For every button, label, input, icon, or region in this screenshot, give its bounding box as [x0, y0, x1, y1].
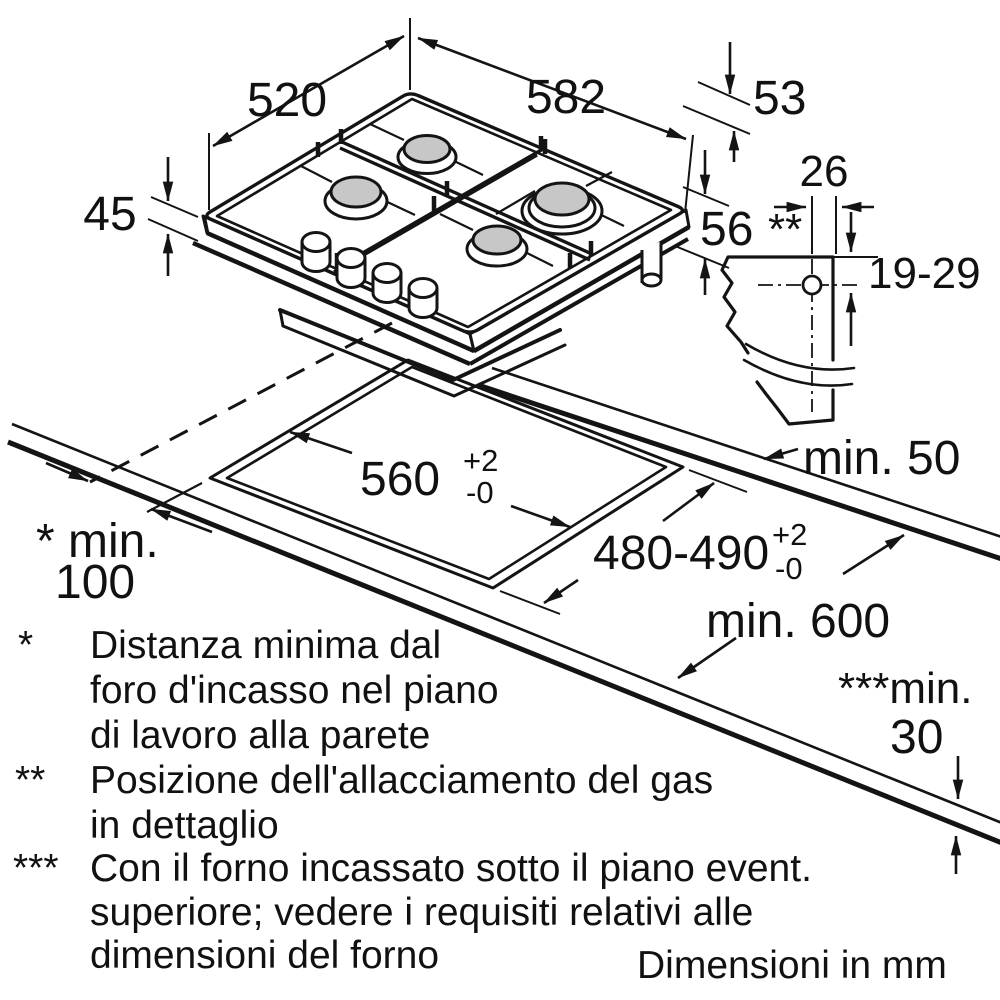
footnotes: * Distanza minima dal foro d'incasso nel…	[13, 624, 812, 977]
footnote-1-line-1: Distanza minima dal	[90, 624, 441, 667]
hob-body-lower-edge-left	[192, 240, 471, 367]
dim-label-480-490: 480-490	[593, 527, 769, 580]
dim-label-560-tol-minus: -0	[466, 475, 494, 510]
gas-detail-profile-lower	[755, 380, 835, 426]
burner-tray-edge	[278, 308, 562, 382]
clearance-thickness-label: ***min.	[838, 664, 973, 713]
footnote-3-line-3: dimensioni del forno	[90, 934, 439, 977]
clearance-wall-value: 100	[55, 556, 135, 609]
gas-connection-detail: 26 ** 19-29	[720, 147, 981, 426]
clearance-min-wall: * min. 100	[36, 461, 213, 609]
burner-cap-front-center	[471, 224, 523, 256]
dimension-56: 56	[674, 150, 753, 295]
dimension-26: 26	[774, 147, 874, 254]
dimension-560: 560 +2 -0	[289, 430, 571, 529]
footnote-2-line-1: Posizione dell'allacciamento del gas	[90, 759, 713, 802]
cutout-inner-edge	[225, 365, 668, 581]
wall-dashed-line	[89, 321, 393, 484]
dimension-480-490: 480-490 +2 -0	[499, 469, 807, 615]
worktop-front-bottom-edge	[7, 439, 1000, 845]
dim-label-56: 56	[700, 203, 753, 256]
control-knob-1	[300, 231, 332, 273]
gas-detail-break-line-2	[742, 358, 854, 387]
control-knobs	[300, 231, 439, 319]
dimension-45: 45	[83, 157, 199, 276]
clearance-depth-label: min. 600	[706, 595, 890, 648]
footnote-3-line-2: superiore; vedere i requisiti relativi a…	[90, 891, 753, 934]
dim-label-480-490-tol-minus: -0	[775, 551, 803, 586]
clearance-min-side: min. 50	[763, 432, 960, 485]
dim-label-19-29: 19-29	[868, 249, 981, 298]
hob-top-rim-inner	[215, 97, 673, 329]
dim-label-560-tol-plus: +2	[463, 443, 498, 478]
dim-label-480-490-tol-plus: +2	[772, 517, 807, 552]
hob-front-face-bottom	[206, 230, 475, 354]
footnote-3-line-1: Con il forno incassato sotto il piano ev…	[90, 847, 812, 890]
cutout-opening	[208, 358, 685, 590]
dim-label-26: 26	[800, 147, 849, 196]
dimension-520: 520	[208, 18, 411, 210]
gas-detail-marker: **	[768, 205, 802, 254]
hob-foot	[640, 241, 663, 288]
clearance-side-label: min. 50	[803, 432, 960, 485]
clearance-thickness-value: 30	[890, 711, 943, 764]
pan-support-grid	[333, 140, 593, 274]
burner-tray-left-cap	[278, 309, 285, 327]
dimension-582: 582	[417, 36, 694, 214]
footnote-symbol-1: *	[18, 624, 33, 667]
control-knob-3	[371, 262, 403, 304]
gas-detail-break-line-1	[744, 342, 856, 371]
worktop-back-top-edge	[491, 366, 1000, 538]
dim-label-53: 53	[753, 72, 806, 125]
dim-label-560: 560	[360, 453, 440, 506]
dimension-19-29: 19-29	[834, 212, 981, 346]
dimension-53: 53	[682, 42, 806, 162]
clearance-wall-label: * min.	[36, 515, 159, 568]
unit-note: Dimensioni in mm	[637, 944, 947, 987]
worktop-front-top-edge	[11, 422, 1000, 824]
burner-tray-bottom	[281, 324, 567, 398]
burners	[323, 134, 604, 268]
hob-top-rim-outer	[205, 92, 685, 334]
cutout-outer-edge	[208, 358, 685, 590]
worktop-drawing	[7, 321, 1000, 845]
hob-isometric-drawing	[192, 92, 691, 398]
dim-label-45: 45	[83, 188, 136, 241]
rim-corner-step	[203, 217, 210, 234]
dim-label-582: 582	[526, 71, 606, 124]
worktop-back-bottom-edge	[477, 382, 1000, 561]
gas-connection-circle	[801, 274, 823, 296]
burner-cap-front-left	[329, 175, 383, 209]
control-knob-4	[407, 277, 439, 319]
burner-cap-back-left	[402, 134, 452, 164]
footnote-symbol-3: ***	[13, 847, 59, 890]
dim-label-520: 520	[247, 74, 327, 127]
burner-cap-wok	[533, 181, 591, 217]
gas-detail-profile-upper	[720, 255, 835, 362]
control-knob-2	[335, 247, 367, 289]
footnote-2-line-2: in dettaglio	[90, 804, 279, 847]
footnote-symbol-2: **	[15, 759, 45, 802]
footnote-1-line-2: foro d'incasso nel piano	[90, 669, 499, 712]
clearance-min-thickness: ***min. 30	[838, 664, 973, 874]
clearance-min-depth: min. 600	[677, 533, 905, 680]
footnote-1-line-3: di lavoro alla parete	[90, 714, 430, 757]
